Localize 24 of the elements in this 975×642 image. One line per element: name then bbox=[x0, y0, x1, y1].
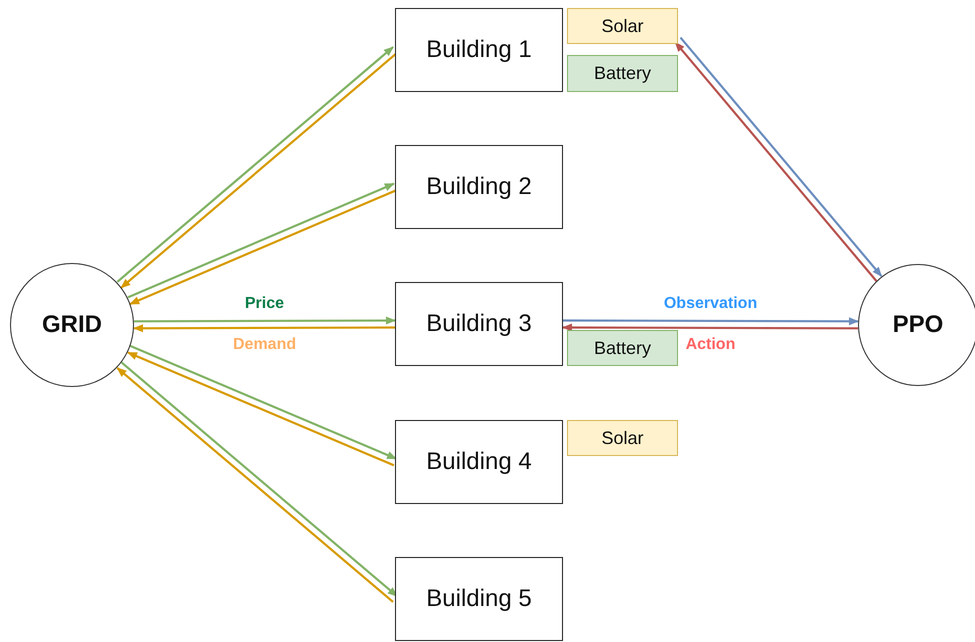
building-box bbox=[395, 282, 563, 366]
arrow bbox=[562, 324, 858, 332]
building-box bbox=[395, 420, 563, 504]
node-label: Solar bbox=[601, 16, 644, 36]
building-box bbox=[395, 145, 563, 229]
node-label: Battery bbox=[594, 338, 652, 358]
node-label: GRID bbox=[42, 311, 102, 339]
solar-box bbox=[567, 420, 678, 456]
node-label: Building 5 bbox=[426, 585, 532, 613]
node-label: Building 4 bbox=[426, 448, 532, 476]
arrow bbox=[134, 316, 396, 325]
arrow bbox=[563, 317, 859, 326]
battery-box bbox=[567, 55, 678, 92]
solar-box bbox=[567, 8, 678, 44]
node-label: Building 1 bbox=[426, 36, 532, 64]
battery-box bbox=[567, 330, 678, 366]
node-label: Solar bbox=[601, 428, 644, 448]
node-label: Battery bbox=[594, 63, 652, 84]
node-label: Building 2 bbox=[426, 173, 532, 201]
node-label: Building 3 bbox=[426, 310, 532, 338]
node-label: PPO bbox=[892, 311, 944, 339]
building-box bbox=[395, 8, 563, 92]
arrow bbox=[133, 324, 396, 332]
building-box bbox=[395, 557, 563, 641]
